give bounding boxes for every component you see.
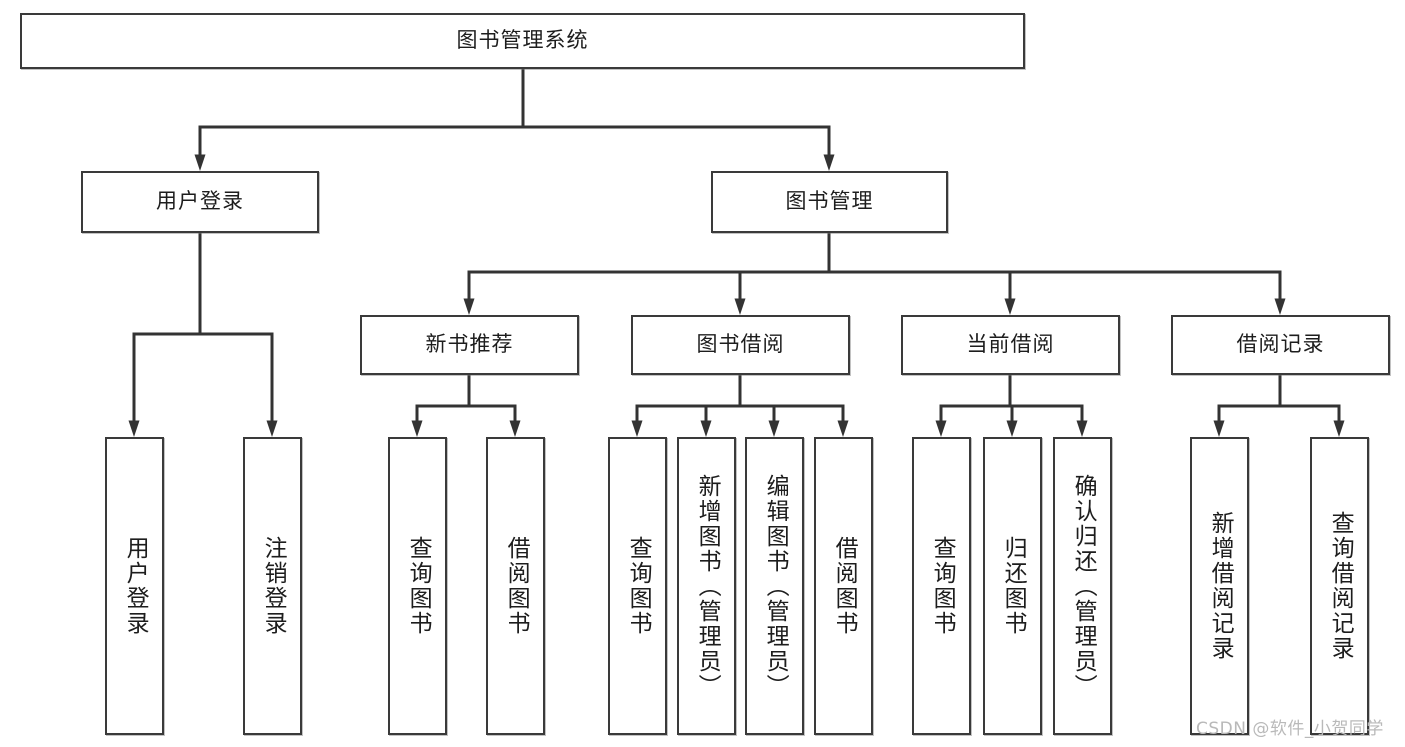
edge-record-to-leaves-arrow-1 <box>1333 420 1345 437</box>
edge-current-to-leaves-arrow-2 <box>1076 420 1088 437</box>
edge-recommend-to-leaves-arrow-1 <box>509 420 521 437</box>
edge-root-to-level2-arrow-0 <box>194 154 206 171</box>
leaf-node-leaf-logout[interactable]: 注销登录 <box>243 437 302 735</box>
node-label: 用户登录 <box>156 189 244 214</box>
node-book-manage[interactable]: 图书管理 <box>711 171 948 233</box>
edge-current-to-leaves-arrow-0 <box>935 420 947 437</box>
node-label: 编辑图书（管理员） <box>762 473 789 699</box>
node-label: 注销登录 <box>260 536 287 636</box>
node-current-borrow[interactable]: 当前借阅 <box>901 315 1120 375</box>
edge-borrow-to-leaves-arrow-1 <box>700 420 712 437</box>
edge-book-manage-to-level3-arrow-2 <box>1004 298 1016 315</box>
leaf-node-leaf-add-record[interactable]: 新增借阅记录 <box>1190 437 1249 735</box>
leaf-node-leaf-borrow-book-2[interactable]: 借阅图书 <box>814 437 873 735</box>
leaf-node-leaf-query-book-2[interactable]: 查询图书 <box>608 437 667 735</box>
node-book-borrow[interactable]: 图书借阅 <box>631 315 850 375</box>
leaf-node-leaf-return-book[interactable]: 归还图书 <box>983 437 1042 735</box>
edge-root-to-level2-arrow-1 <box>823 154 835 171</box>
edge-recommend-to-leaves-arrow-0 <box>411 420 423 437</box>
node-label: 图书借阅 <box>696 332 785 357</box>
edge-book-manage-to-level3-arrow-1 <box>734 298 746 315</box>
edge-book-manage-to-level3-arrow-3 <box>1274 298 1286 315</box>
edge-user-login-to-leaves-arrow-1 <box>266 420 278 437</box>
root-node-root[interactable]: 图书管理系统 <box>20 13 1025 69</box>
edge-borrow-to-leaves-arrow-3 <box>837 420 849 437</box>
edge-borrow-to-leaves-arrow-0 <box>631 420 643 437</box>
leaf-node-leaf-query-book-1[interactable]: 查询图书 <box>388 437 447 735</box>
node-label: 查询图书 <box>929 536 956 636</box>
node-user-login[interactable]: 用户登录 <box>81 171 319 233</box>
node-label: 查询图书 <box>625 536 652 636</box>
node-label: 新书推荐 <box>425 332 514 357</box>
node-label: 图书管理系统 <box>456 28 589 53</box>
node-borrow-record[interactable]: 借阅记录 <box>1171 315 1390 375</box>
leaf-node-leaf-user-login[interactable]: 用户登录 <box>105 437 164 735</box>
node-label: 新增借阅记录 <box>1207 511 1234 661</box>
leaf-node-leaf-add-book[interactable]: 新增图书（管理员） <box>677 437 736 735</box>
node-label: 归还图书 <box>1000 536 1027 636</box>
leaf-node-leaf-borrow-book-1[interactable]: 借阅图书 <box>486 437 545 735</box>
node-label: 用户登录 <box>122 536 149 636</box>
node-label: 图书管理 <box>785 189 874 214</box>
node-label: 当前借阅 <box>966 332 1055 357</box>
watermark: CSDN @软件_小贺同学 <box>1196 719 1384 739</box>
edge-borrow-to-leaves-arrow-2 <box>768 420 780 437</box>
node-label: 借阅图书 <box>831 536 858 636</box>
leaf-node-leaf-query-record[interactable]: 查询借阅记录 <box>1310 437 1369 735</box>
node-label: 查询图书 <box>405 536 432 636</box>
node-label: 新增图书（管理员） <box>694 473 721 699</box>
edge-book-manage-to-level3-arrow-0 <box>463 298 475 315</box>
leaf-node-leaf-confirm-return[interactable]: 确认归还（管理员） <box>1053 437 1112 735</box>
node-label: 查询借阅记录 <box>1327 511 1354 661</box>
node-label: 确认归还（管理员） <box>1070 473 1097 699</box>
node-label: 借阅记录 <box>1236 332 1325 357</box>
node-label: 借阅图书 <box>503 536 530 636</box>
edge-record-to-leaves-arrow-0 <box>1213 420 1225 437</box>
edge-current-to-leaves-arrow-1 <box>1006 420 1018 437</box>
leaf-node-leaf-query-book-3[interactable]: 查询图书 <box>912 437 971 735</box>
node-new-book-recommend[interactable]: 新书推荐 <box>360 315 579 375</box>
leaf-node-leaf-edit-book[interactable]: 编辑图书（管理员） <box>745 437 804 735</box>
edge-user-login-to-leaves-arrow-0 <box>128 420 140 437</box>
